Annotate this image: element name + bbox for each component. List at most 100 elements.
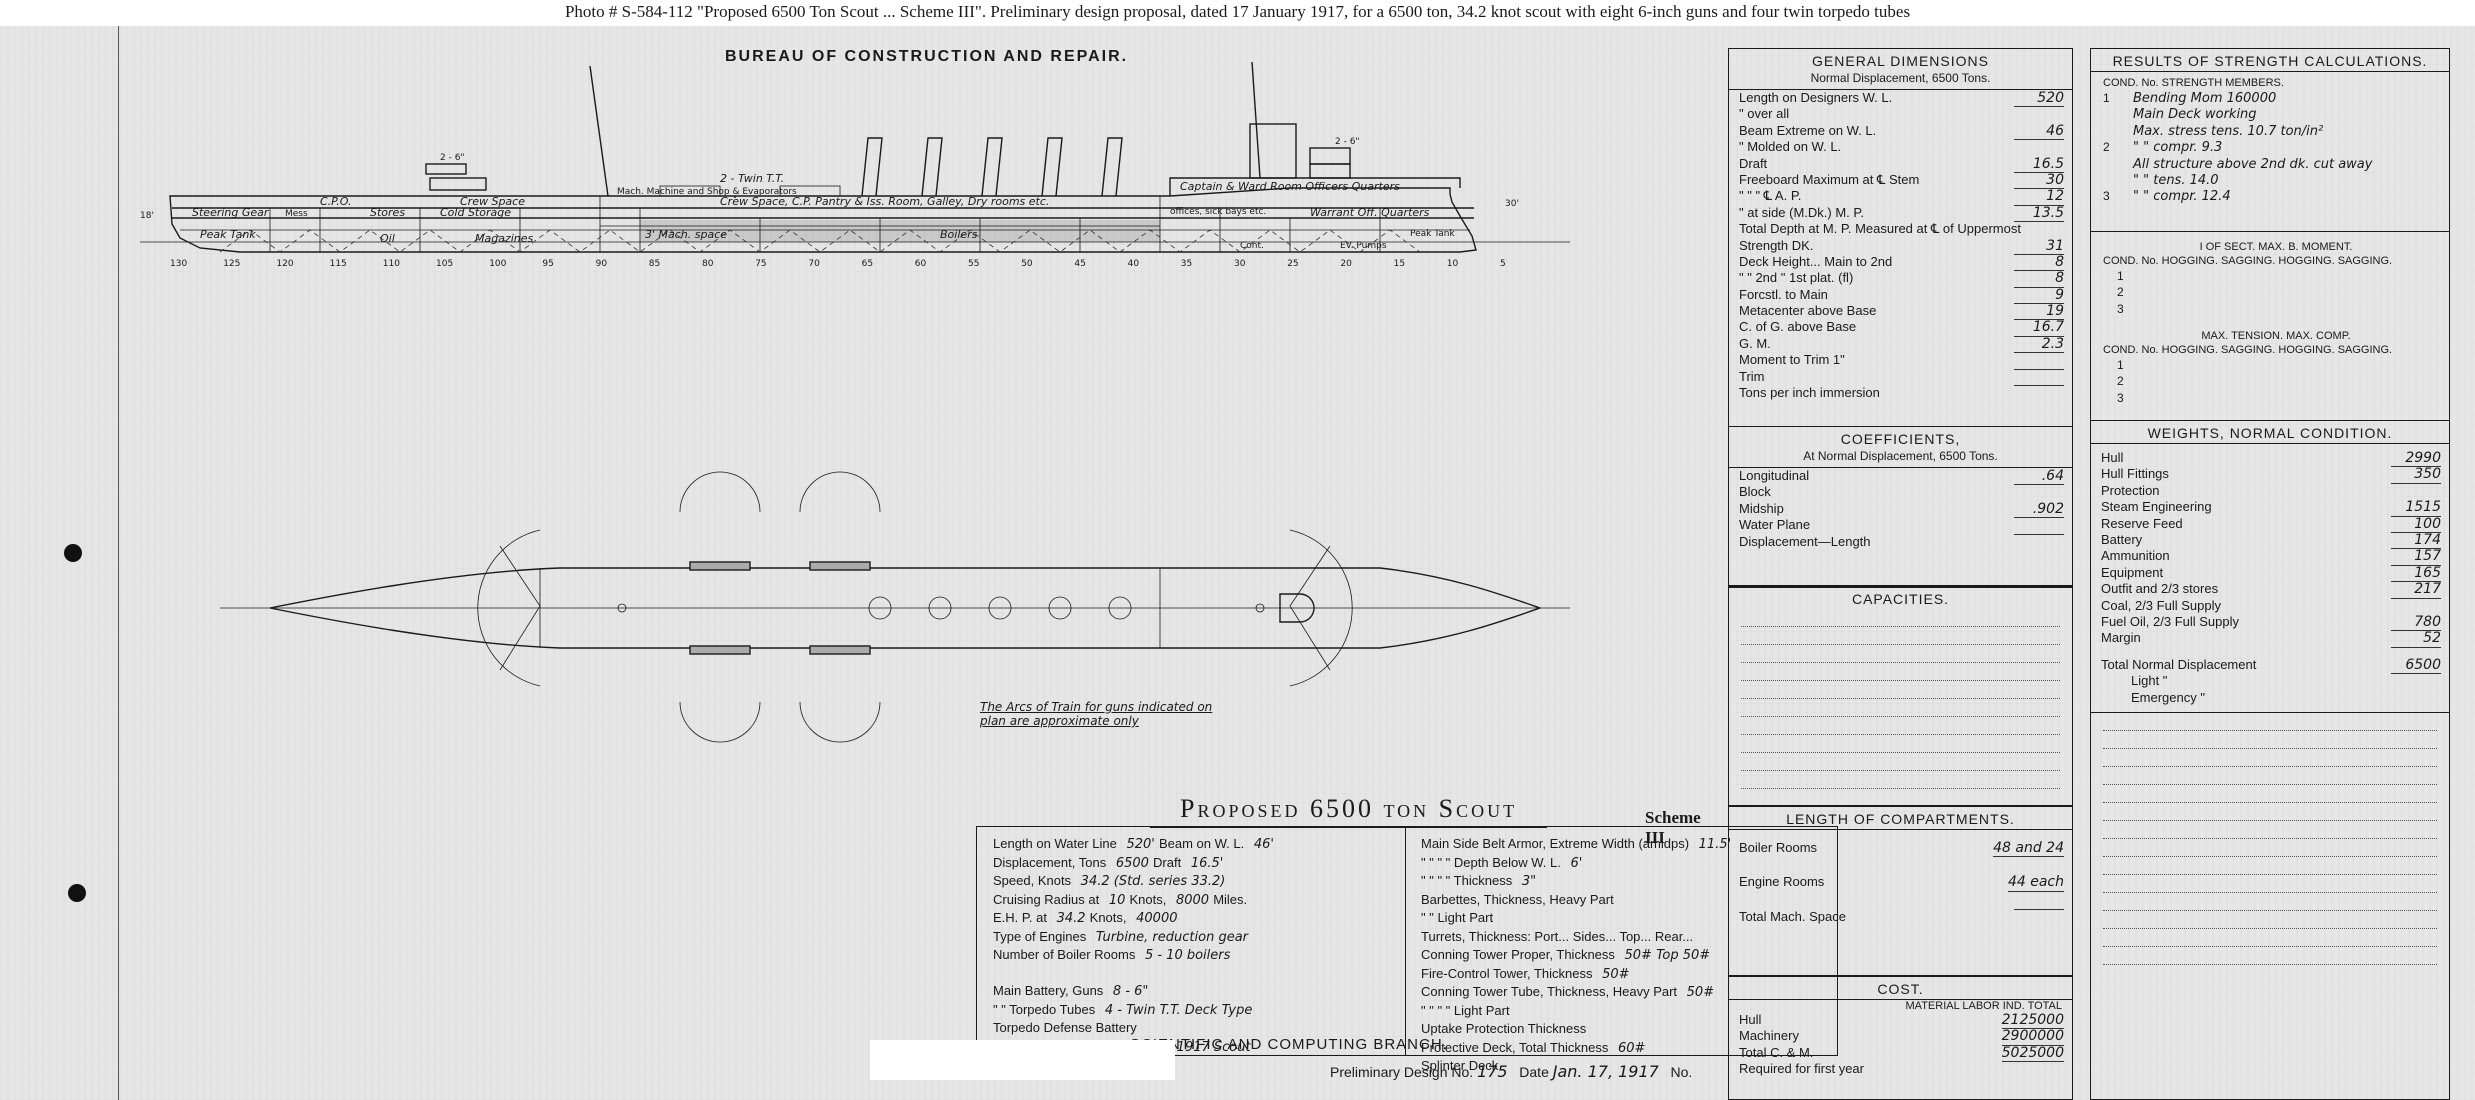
length-compartments-title: LENGTH OF COMPARTMENTS. bbox=[1729, 807, 2072, 830]
gen-dim-row: " over all bbox=[1729, 106, 2072, 122]
label-twin-tt: 2 - Twin T.T. bbox=[720, 172, 784, 185]
spec-left-value: 40000 bbox=[1136, 911, 1178, 926]
coeff-row-value: .902 bbox=[2014, 501, 2064, 519]
redaction-box bbox=[870, 1040, 1175, 1080]
gun-fwd-lower bbox=[1309, 163, 1351, 179]
weight-row-label: Ammunition bbox=[2101, 548, 2170, 564]
coeff-row-label: Displacement—Length bbox=[1739, 533, 1871, 549]
coeff-row-label: Midship bbox=[1739, 500, 1784, 516]
spec-right-row: Protective Deck, Total Thickness 60# bbox=[1421, 1039, 1831, 1058]
cost-row: Required for first year bbox=[1729, 1061, 2072, 1077]
spec-left-value: 34.2 bbox=[1056, 911, 1090, 926]
gen-dim-row-label: Deck Height... Main to 2nd bbox=[1739, 253, 1893, 269]
gen-dim-row-value: 2.3 bbox=[2014, 336, 2064, 354]
spec-right-label: Fire-Control Tower, Thickness bbox=[1421, 965, 1597, 981]
gen-dim-row-label: " Molded on W. L. bbox=[1739, 139, 1842, 155]
weight-row-value: 157 bbox=[2391, 548, 2441, 566]
spec-right-label: Conning Tower Tube, Thickness, Heavy Par… bbox=[1421, 984, 1681, 999]
strength-row: Max. stress tens. 10.7 ton/in² bbox=[2091, 123, 2449, 139]
frame-number: 30 bbox=[1234, 259, 1246, 269]
spec-right-row: Uptake Protection Thickness bbox=[1421, 1020, 1831, 1039]
spec-right-row: Splinter Deck bbox=[1421, 1057, 1831, 1076]
frame-number: 65 bbox=[862, 259, 873, 269]
gen-dim-row-label: Freeboard Maximum at ℄ Stem bbox=[1739, 171, 1920, 187]
gen-dim-row-value: 46 bbox=[2014, 123, 2064, 141]
spec-left-label: " " Torpedo Tubes bbox=[993, 1001, 1099, 1017]
gen-dim-row-value bbox=[2014, 368, 2064, 370]
weight-blank-line bbox=[2103, 713, 2437, 731]
weight-row-value bbox=[2391, 597, 2441, 599]
strength-text: " " compr. 9.3 bbox=[2133, 140, 2223, 156]
bulkheads bbox=[269, 196, 1381, 252]
spec-left-row: Type of Engines Turbine, reduction gear bbox=[993, 928, 1398, 947]
spec-right-label: Main Side Belt Armor, Extreme Width (ami… bbox=[1421, 836, 1693, 851]
bridge-plan bbox=[1279, 593, 1315, 623]
weight-blank-line bbox=[2103, 929, 2437, 947]
label-cold-storage: Cold Storage bbox=[440, 206, 511, 219]
weight-blank-line bbox=[2103, 803, 2437, 821]
cost-header: MATERIAL LABOR IND. TOTAL bbox=[1905, 1000, 2062, 1012]
coefficients-panel: COEFFICIENTS, At Normal Displacement, 65… bbox=[1728, 426, 2073, 586]
strength-row: " " tens. 14.0 bbox=[2091, 172, 2449, 188]
length-row: Total Mach. Space bbox=[1729, 908, 2072, 925]
spec-right-row: " " " " Thickness 3" bbox=[1421, 872, 1831, 891]
strength-text: " " tens. 14.0 bbox=[2133, 172, 2219, 188]
torpedo-tube-aft bbox=[659, 185, 721, 197]
spec-left-label: Draft bbox=[1153, 854, 1185, 870]
gen-dim-row: " Molded on W. L. bbox=[1729, 139, 2072, 155]
tension-head-1: MAX. TENSION. MAX. COMP. bbox=[2201, 329, 2351, 342]
frame-number: 55 bbox=[968, 259, 979, 269]
spec-right-column: Main Side Belt Armor, Extreme Width (ami… bbox=[1421, 835, 1831, 1076]
spec-left-value: 8 - 6" bbox=[1112, 984, 1149, 999]
coeff-row-value bbox=[2014, 517, 2064, 519]
label-height-30: 30' bbox=[1505, 199, 1519, 209]
gen-dim-row-value bbox=[2014, 385, 2064, 387]
spec-left-column: Length on Water Line 520' Beam on W. L. … bbox=[993, 835, 1398, 1056]
spec-left-value: 520' bbox=[1126, 837, 1159, 852]
spec-left-label: Cruising Radius at bbox=[993, 891, 1103, 907]
cond-number: 3 bbox=[2117, 301, 2124, 316]
cost-row-label: Hull bbox=[1739, 1012, 1762, 1027]
fore-mast bbox=[1251, 61, 1261, 179]
spec-right-row: " " " " Depth Below W. L. 6' bbox=[1421, 854, 1831, 873]
gen-dim-row: " " 2nd " 1st plat. (fl)8 bbox=[1729, 270, 2072, 288]
margin-line bbox=[118, 26, 119, 1100]
length-row-label: Total Mach. Space bbox=[1739, 908, 1846, 924]
label-steering: Steering Gear bbox=[192, 206, 270, 219]
spec-left-value: 5 - 10 boilers bbox=[1144, 948, 1231, 963]
weights-light: Light " bbox=[2131, 673, 2168, 689]
frame-number: 110 bbox=[383, 259, 400, 269]
gen-dim-row: Tons per inch immersion bbox=[1729, 385, 2072, 401]
moment-head-1: I OF SECT. MAX. B. MOMENT. bbox=[2199, 240, 2353, 253]
strength-text: Max. stress tens. 10.7 ton/in² bbox=[2133, 123, 2324, 139]
spec-right-value: 50# Top 50# bbox=[1624, 948, 1711, 963]
spec-left-value: 10 bbox=[1108, 892, 1130, 908]
cond-number: 1 bbox=[2117, 268, 2124, 283]
spec-left-row: Cruising Radius at 10 Knots, 8000 Miles. bbox=[993, 891, 1398, 910]
weight-blank-line bbox=[2103, 893, 2437, 911]
spec-left-row: Torpedo Defense Battery bbox=[993, 1019, 1398, 1038]
gen-dim-row-value bbox=[2014, 221, 2064, 223]
strength-title: RESULTS OF STRENGTH CALCULATIONS. bbox=[2091, 49, 2449, 72]
gen-dim-row-label: G. M. bbox=[1739, 335, 1771, 351]
gen-dim-row-value: 13.5 bbox=[2014, 205, 2064, 223]
strength-cond-number: 1 bbox=[2103, 91, 2110, 105]
label-peak-tank-fwd: Peak Tank bbox=[1410, 229, 1455, 239]
gen-dim-row-value: 30 bbox=[2014, 172, 2064, 190]
blueprint-sheet: BUREAU OF CONSTRUCTION AND REPAIR. bbox=[0, 26, 2475, 1100]
label-offices: offices, sick bays etc. bbox=[1170, 207, 1266, 217]
frame-number: 15 bbox=[1394, 259, 1405, 269]
gen-dim-row-label: Tons per inch immersion bbox=[1739, 385, 1880, 401]
specification-box: Length on Water Line 520' Beam on W. L. … bbox=[976, 826, 1838, 1073]
spec-left-row: Number of Boiler Rooms 5 - 10 boilers bbox=[993, 946, 1398, 965]
frame-number: 80 bbox=[702, 259, 714, 269]
gun-arcs bbox=[477, 471, 1353, 743]
spec-left-label: Beam on W. L. bbox=[1158, 836, 1248, 851]
funnels bbox=[861, 137, 1123, 197]
